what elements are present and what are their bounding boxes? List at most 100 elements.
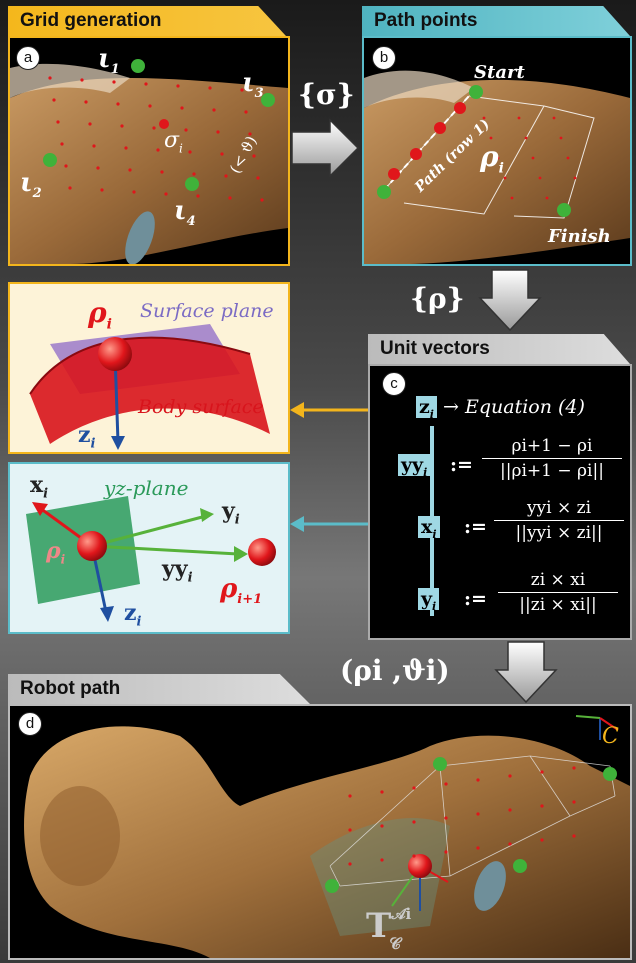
- path-point-small: [476, 846, 480, 850]
- grid-point: [120, 124, 124, 128]
- corner-point: [377, 185, 391, 199]
- path-point-small: [545, 196, 549, 200]
- yy-symbol: yyi: [398, 454, 431, 479]
- path-point-small: [540, 804, 544, 808]
- grid-point: [64, 164, 68, 168]
- grid-point: [216, 130, 220, 134]
- panel-c-letter: c: [382, 372, 406, 396]
- path-point-small: [348, 828, 352, 832]
- path-point-small: [489, 136, 493, 140]
- path-point-small: [508, 774, 512, 778]
- path-point-small: [380, 790, 384, 794]
- corner-point: [433, 757, 447, 771]
- corner-point: [185, 177, 199, 191]
- panel-d-letter: d: [18, 712, 42, 736]
- rho-i-label-surface: ρi: [88, 296, 112, 333]
- grid-point: [84, 100, 88, 104]
- path-point-small: [380, 824, 384, 828]
- path-point-small: [412, 786, 416, 790]
- grid-point: [128, 168, 132, 172]
- path-point-small: [444, 782, 448, 786]
- yy-fraction: ρi+1 − ρi||ρi+1 − ρi||: [482, 436, 622, 481]
- corner-point: [131, 59, 145, 73]
- y-symbol: yi: [418, 588, 440, 613]
- path-point-small: [503, 176, 507, 180]
- unit-vectors-tab: Unit vectors: [368, 334, 630, 364]
- body-surface-label: Body surface: [138, 396, 264, 418]
- path-point-small: [566, 156, 570, 160]
- grid-point: [164, 192, 168, 196]
- grid-point: [176, 84, 180, 88]
- grid-point: [260, 198, 264, 202]
- path-point-small: [538, 176, 542, 180]
- grid-point: [88, 122, 92, 126]
- path-point: [454, 102, 466, 114]
- path-point-small: [476, 778, 480, 782]
- grid-point: [100, 188, 104, 192]
- grid-point: [160, 170, 164, 174]
- surface-diagram: [29, 324, 270, 450]
- yy-assign: :=: [450, 454, 473, 476]
- grid-point: [220, 152, 224, 156]
- path-point-small: [531, 156, 535, 160]
- grid-point: [212, 108, 216, 112]
- grid-point: [144, 82, 148, 86]
- path-point-small: [496, 156, 500, 160]
- iota-3-label: ι3: [242, 68, 264, 102]
- path-point-small: [552, 116, 556, 120]
- z-symbol: zi: [416, 396, 437, 421]
- path-point-small: [476, 812, 480, 816]
- x-fraction: yyi × zi||yyi × zi||: [494, 498, 624, 543]
- grid-point: [124, 146, 128, 150]
- rho-i-label-b: ρi: [480, 140, 504, 177]
- surface-plane-label: Surface plane: [140, 300, 274, 322]
- path-point-small: [540, 838, 544, 842]
- yz-diagram: [26, 496, 276, 622]
- grid-point: [224, 174, 228, 178]
- grid-generation-scene: [10, 63, 288, 264]
- corner-point: [557, 203, 571, 217]
- rho-next-label-yz: ρi+1: [220, 574, 263, 608]
- yy-i-label-yz: yyi: [162, 556, 193, 586]
- path-points-title: Path points: [374, 10, 478, 31]
- robot-path-tab: Robot path: [8, 674, 310, 704]
- grid-generation-panel: a: [8, 36, 290, 266]
- pair-label: (ρi ,ϑi): [340, 654, 450, 687]
- path-point-small: [380, 858, 384, 862]
- grid-point: [92, 144, 96, 148]
- robot-path-nodes: [325, 757, 617, 893]
- path-point-small: [572, 800, 576, 804]
- robot-path-scene: [24, 715, 630, 958]
- equation-reference: Equation (4): [465, 396, 585, 418]
- path-point-small: [508, 808, 512, 812]
- x-symbol: xi: [418, 516, 440, 541]
- rho-set-label: {ρ}: [410, 282, 465, 315]
- iota-2-label: ι2: [20, 168, 42, 202]
- path-points-panel: b: [362, 36, 632, 266]
- finish-label: Finish: [548, 226, 611, 247]
- sigma-i-label: σi: [164, 128, 183, 156]
- rho-i-label-yz: ρi: [46, 538, 66, 567]
- yz-plane-panel: [8, 462, 290, 634]
- corner-point: [469, 85, 483, 99]
- corner-point: [513, 859, 527, 873]
- grid-point: [244, 110, 248, 114]
- grid-point: [192, 172, 196, 176]
- y-assign: :=: [464, 588, 487, 610]
- frame-c-label: C: [602, 724, 619, 749]
- grid-point: [48, 76, 52, 80]
- robot-path-panel: d: [8, 704, 632, 960]
- grid-point: [96, 166, 100, 170]
- path-point-small: [559, 136, 563, 140]
- path-point-small: [573, 176, 577, 180]
- grid-points: [43, 59, 275, 202]
- grid-point: [252, 154, 256, 158]
- grid-point: [68, 186, 72, 190]
- path-point-small: [444, 850, 448, 854]
- path-point-small: [412, 854, 416, 858]
- unit-vectors-title: Unit vectors: [380, 338, 490, 359]
- path-point: [434, 122, 446, 134]
- path-point-small: [517, 116, 521, 120]
- path-point-small: [508, 842, 512, 846]
- grid-generation-title: Grid generation: [20, 10, 162, 31]
